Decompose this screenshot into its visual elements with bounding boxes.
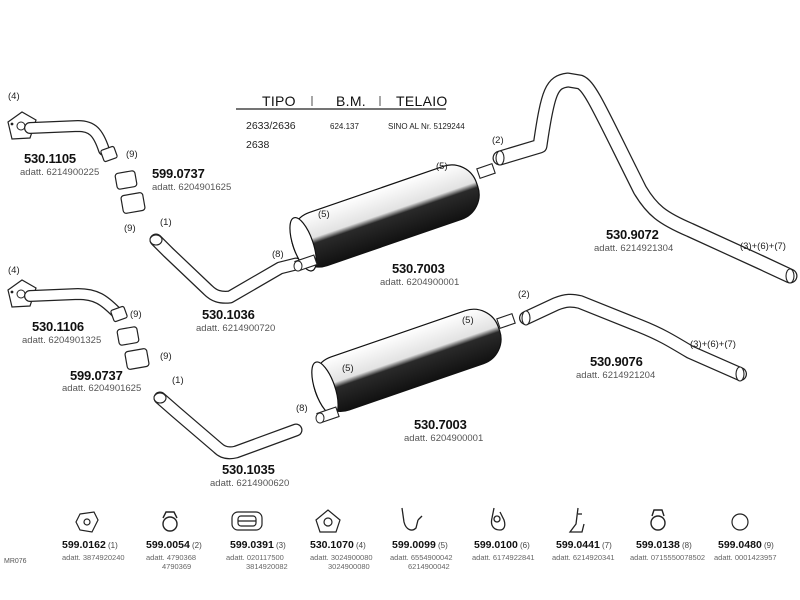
- rubber-mount-icon: [231, 511, 263, 531]
- legend-code: 599.0480: [718, 539, 762, 551]
- legend-code: 530.1070: [310, 539, 354, 551]
- pipe-530-1035: [153, 391, 303, 460]
- bushing-icon: [75, 511, 99, 533]
- part-adatt-530-7003-lower: adatt. 6204900001: [404, 433, 484, 444]
- table-header-tipo: TIPO: [262, 93, 296, 109]
- clamp-icon: [162, 511, 178, 532]
- callout-5-upper-b: (5): [436, 161, 448, 172]
- callout-8-upper: (8): [272, 249, 284, 260]
- legend-adatt: adatt. 6174922841: [472, 553, 535, 562]
- muffler-lower: [311, 308, 516, 424]
- ring-icon: [731, 513, 749, 531]
- part-code-530-7003-lower: 530.7003: [414, 417, 467, 432]
- callout-5-lower-a: (5): [342, 363, 354, 374]
- part-adatt-530-1106: adatt. 6204901325: [22, 335, 102, 346]
- legend-adatt: adatt. 3024900080: [310, 553, 373, 562]
- legend-code: 599.0054: [146, 539, 190, 551]
- pipe-530-1036: [149, 233, 303, 304]
- legend-num: (1): [108, 541, 118, 550]
- legend-adatt-2: 3814920082: [246, 562, 288, 571]
- legend-num: (6): [520, 541, 530, 550]
- legend-num: (4): [356, 541, 366, 550]
- part-adatt-599-0737-upper: adatt. 6204901625: [152, 182, 232, 193]
- legend-adatt-2: 6214900042: [408, 562, 450, 571]
- callout-combo-upper: (3)+(6)+(7): [740, 241, 786, 252]
- front-pipe-530-1105: [24, 120, 110, 156]
- callout-5-lower-b: (5): [462, 315, 474, 326]
- part-code-530-9072: 530.9072: [606, 227, 659, 242]
- hook-icon: [401, 507, 423, 531]
- callout-1-upper: (1): [160, 217, 172, 228]
- part-code-599-0737-lower: 599.0737: [70, 368, 123, 383]
- legend-code: 599.0100: [474, 539, 518, 551]
- legend-code: 599.0162: [62, 539, 106, 551]
- part-code-530-7003-upper: 530.7003: [392, 261, 445, 276]
- table-cell-bm-1: 624.137: [330, 122, 359, 131]
- legend-num: (5): [438, 541, 448, 550]
- callout-9-lower-a: (9): [130, 309, 142, 320]
- table-cell-telaio-1: SINO AL Nr. 5129244: [388, 122, 465, 131]
- callout-1-lower: (1): [172, 375, 184, 386]
- legend-num: (2): [192, 541, 202, 550]
- part-code-530-1035: 530.1035: [222, 462, 275, 477]
- part-code-599-0737-upper: 599.0737: [152, 166, 205, 181]
- legend-adatt: adatt. 6554900042: [390, 553, 453, 562]
- part-code-530-1105: 530.1105: [24, 151, 76, 166]
- callout-9-upper-a: (9): [126, 149, 138, 160]
- table-cell-tipo-1: 2633/2636: [246, 120, 296, 132]
- tail-pipe-530-9076: [519, 293, 747, 382]
- callout-2-upper: (2): [492, 135, 504, 146]
- part-adatt-530-7003-upper: adatt. 6204900001: [380, 277, 460, 288]
- part-code-530-1106: 530.1106: [32, 319, 84, 334]
- part-adatt-530-9076: adatt. 6214921204: [576, 370, 656, 381]
- legend-code: 599.0138: [636, 539, 680, 551]
- part-adatt-530-1035: adatt. 6214900620: [210, 478, 290, 489]
- legend-code: 599.0391: [230, 539, 274, 551]
- hanger-strap-icon: [490, 507, 506, 531]
- sleeve-lower: [110, 305, 150, 370]
- gasket-icon: [315, 509, 341, 533]
- muffler-upper: [289, 162, 496, 272]
- callout-9-lower-b: (9): [160, 351, 172, 362]
- front-pipe-530-1106: [24, 288, 122, 318]
- part-code-530-9076: 530.9076: [590, 354, 643, 369]
- legend-num: (9): [764, 541, 774, 550]
- legend-adatt-2: 3024900080: [328, 562, 370, 571]
- spec-table-lines: [236, 96, 446, 110]
- callout-combo-lower: (3)+(6)+(7): [690, 339, 736, 350]
- table-header-telaio: TELAIO: [396, 93, 448, 109]
- legend-num: (3): [276, 541, 286, 550]
- table-cell-tipo-2: 2638: [246, 139, 270, 151]
- legend-adatt: adatt. 0715550078502: [630, 553, 706, 562]
- part-adatt-530-9072: adatt. 6214921304: [594, 243, 674, 254]
- callout-9-upper-b: (9): [124, 223, 136, 234]
- legend-adatt: adatt. 4790368: [146, 553, 197, 562]
- legend-num: (7): [602, 541, 612, 550]
- callout-5-upper-a: (5): [318, 209, 330, 220]
- part-adatt-599-0737-lower: adatt. 6204901625: [62, 383, 142, 394]
- table-header-bm: B.M.: [336, 93, 366, 109]
- callout-4-lower: (4): [8, 265, 20, 276]
- footer-code: MR076: [4, 558, 27, 565]
- legend-code: 599.0099: [392, 539, 436, 551]
- callout-2-lower: (2): [518, 289, 530, 300]
- legend-adatt: adatt. 0001423957: [714, 553, 777, 562]
- legend-adatt: adatt. 020117500: [226, 553, 284, 562]
- tail-pipe-530-9072: [492, 72, 798, 284]
- callout-8-lower: (8): [296, 403, 308, 414]
- sleeve-upper: [100, 145, 146, 214]
- part-code-530-1036: 530.1036: [202, 307, 255, 322]
- legend-adatt-2: 4790369: [162, 562, 192, 571]
- pipe-clamp-icon: [650, 509, 666, 531]
- bracket-icon: [568, 507, 585, 533]
- legend-adatt: adatt. 3874920240: [62, 553, 125, 562]
- part-adatt-530-1036: adatt. 6214900720: [196, 323, 276, 334]
- legend-code: 599.0441: [556, 539, 600, 551]
- part-adatt-530-1105: adatt. 6214900225: [20, 167, 100, 178]
- legend-adatt: adatt. 6214920341: [552, 553, 615, 562]
- callout-4-upper: (4): [8, 91, 20, 102]
- legend-num: (8): [682, 541, 692, 550]
